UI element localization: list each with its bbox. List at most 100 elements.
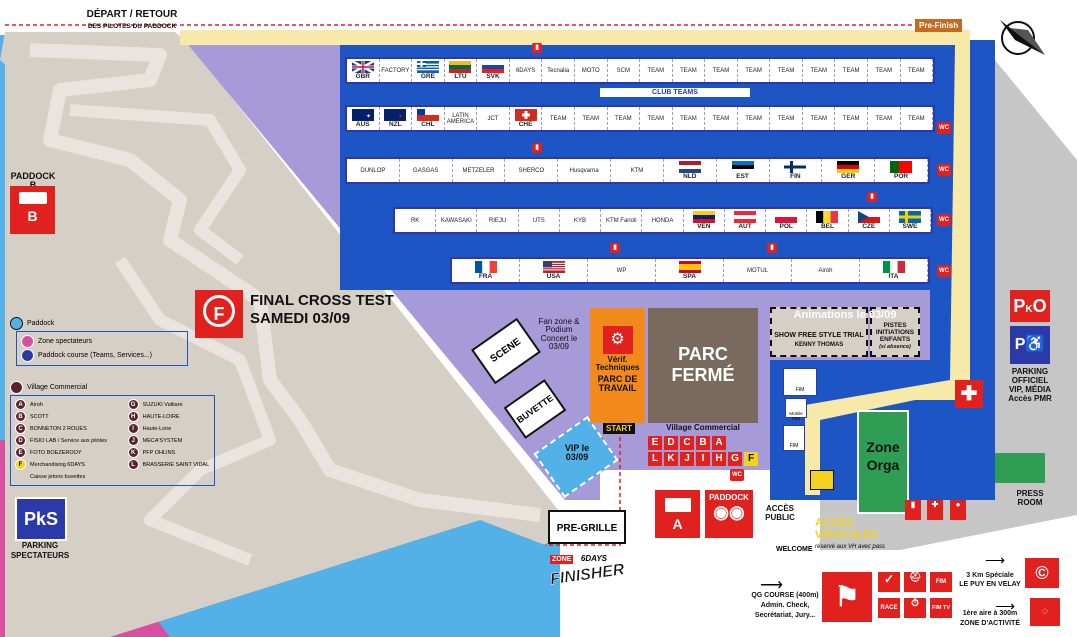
village-stand-l: L: [648, 452, 662, 466]
stand-sponsor: TEAM: [770, 59, 803, 82]
washing-icon: ◌: [1030, 598, 1060, 626]
paddock-badge: PADDOCK ◉◉: [705, 490, 753, 538]
acces-vehicules-line2: VÉHICULES: [815, 529, 878, 541]
pistes-line3: ENFANTS: [879, 336, 911, 343]
stand-sponsor: TEAM: [868, 59, 901, 82]
cze-flag-icon: [857, 210, 880, 223]
legend-paddock-course: Paddock course (Teams, Services...): [38, 352, 152, 359]
stand-swe: SWE: [890, 209, 931, 232]
animations-title: Animations le 03/09: [793, 309, 897, 321]
stand-sponsor: KAWASAKI: [436, 209, 478, 232]
aut-flag-icon: [733, 210, 756, 223]
stand-label: TEAM: [712, 67, 730, 74]
stand-sponsor: MOTO: [575, 59, 608, 82]
welcome-label: WELCOME: [776, 546, 813, 553]
stand-est: EST: [717, 159, 770, 182]
pol-flag-icon: [775, 210, 798, 223]
letter-badge: H: [127, 411, 139, 422]
stand-label: GASGAS: [413, 167, 439, 174]
stand-sponsor: TEAM: [705, 59, 738, 82]
stand-sponsor: TEAM: [673, 59, 706, 82]
country-code: GRE: [420, 72, 435, 80]
qg-course-line3: Secrétariat, Jury...: [754, 612, 816, 619]
verif-techniques-box: ⚙ Vérif. Techniques PARC DE TRAVAIL: [590, 308, 645, 423]
village-dot: [10, 381, 23, 394]
stand-sponsor: TEAM: [575, 107, 608, 130]
stand-sponsor: TEAM: [738, 107, 771, 130]
stand-label: MOTO: [581, 67, 600, 74]
swe-flag-icon: [898, 210, 921, 223]
stand-sponsor: Husqvarna: [558, 159, 612, 182]
first-aid-icon: ✚: [955, 380, 983, 408]
stand-label: KYB: [574, 217, 587, 224]
legend-item-label: Haute-Loire: [142, 425, 172, 432]
ger-flag-icon: [837, 160, 860, 173]
bel-flag-icon: [816, 210, 839, 223]
vip-label: VIP le 03/09: [564, 443, 590, 463]
bin-icon: ▮: [532, 143, 542, 153]
legend-item-label: BRASSERIE SAINT VIDAL: [142, 461, 210, 468]
zone-activite-line1: 1ère aire à 300m: [962, 610, 1018, 617]
service-icon-2: ✚: [927, 500, 943, 520]
paddock-badge-label: PADDOCK: [709, 493, 749, 502]
stand-label: METZELER: [462, 167, 495, 174]
stand-cze: CZE: [849, 209, 890, 232]
country-code: EST: [736, 172, 749, 180]
stand-sponsor: TEAM: [803, 59, 836, 82]
bin-icon: ▮: [532, 43, 542, 53]
stand-sponsor: TEAM: [835, 107, 868, 130]
depart-retour-sublabel: DES PILOTES DU PADDOCK: [87, 23, 177, 30]
country-code: SPA: [683, 272, 696, 280]
stand-label: TEAM: [810, 115, 827, 122]
country-code: CHE: [518, 120, 533, 128]
animations-show-line1: SHOW FREE STYLE TRIAL: [774, 332, 864, 339]
final-cross-letter: F: [203, 295, 235, 327]
wc-badge-6: WC: [730, 469, 744, 481]
stand-label: TEAM: [908, 67, 925, 74]
stand-label: WP: [616, 267, 627, 274]
gre-flag-icon: [416, 60, 439, 73]
qg-course-line1: QG COURSE (400m): [751, 592, 819, 599]
stand-label: 6DAYS: [515, 67, 536, 74]
parc-ferme-line1: PARC: [678, 344, 728, 364]
country-code: AUS: [355, 120, 370, 128]
stand-sponsor: 6DAYS: [510, 59, 543, 82]
bin-icon: ▮: [610, 243, 620, 253]
chl-flag-icon: [416, 108, 439, 121]
bin-icon: ▮: [767, 243, 777, 253]
wc-badge-2: WC: [937, 164, 951, 176]
stand-sponsor: TEAM: [835, 59, 868, 82]
legend-item-label: FOTO BOEZEROOY: [30, 449, 82, 456]
country-code: ITA: [888, 272, 899, 280]
stand-por: POR: [875, 159, 928, 182]
zone-orga-line2: Orga: [866, 457, 900, 473]
stand-label: SHERCO: [518, 167, 545, 174]
stand-label: TEAM: [810, 67, 827, 74]
spa-flag-icon: [678, 260, 701, 273]
press-room-line2: ROOM: [1017, 498, 1043, 507]
stand-label: TEAM: [614, 115, 632, 122]
fim-icon: FIM: [930, 572, 952, 592]
letter-badge: K: [127, 447, 139, 458]
legend-village-title: Village Commercial: [27, 384, 88, 391]
route-dash: [545, 430, 621, 546]
village-stand-d: D: [664, 436, 678, 450]
stand-sponsor: KTM: [611, 159, 664, 182]
speciale-line1: 3 Km Spéciale: [966, 572, 1014, 579]
start-label: START: [603, 423, 636, 434]
parc-ferme-box: [648, 308, 758, 423]
verif-line4: TRAVAIL: [598, 383, 637, 394]
svg-text:✦: ✦: [398, 113, 403, 120]
acces-vehicules-sub: réservé aux VH avec pass: [815, 544, 886, 550]
country-code: GBR: [355, 72, 370, 80]
timer-icon: ⏱: [904, 598, 926, 618]
country-code: VEN: [697, 222, 711, 230]
compass-icon: [1000, 20, 1045, 55]
